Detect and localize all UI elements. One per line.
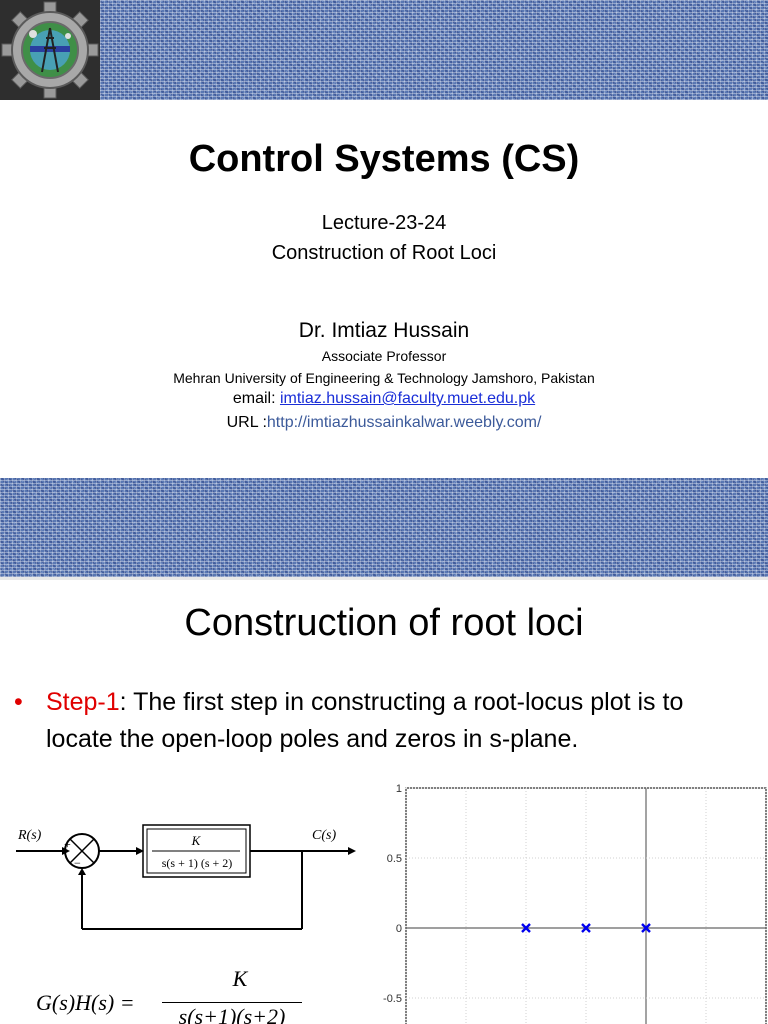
formula-denominator: s(s+1)(s+2)	[178, 1004, 286, 1024]
slide-divider	[0, 577, 768, 580]
y-tick-label: 1	[396, 783, 402, 795]
url-label: URL :	[226, 414, 267, 431]
email-link[interactable]: imtiaz.hussain@faculty.muet.edu.pk	[279, 390, 536, 407]
bullet-marker: •	[14, 688, 23, 716]
y-tick-label: 0.5	[387, 853, 402, 865]
title-slide: Control Systems (CS) Lecture-23-24 Const…	[0, 0, 768, 577]
pole-marker	[521, 923, 531, 933]
university-logo	[0, 0, 100, 100]
lecture-number: Lecture-23-24	[321, 212, 447, 234]
y-tick-label: -0.5	[383, 993, 402, 1005]
gear-logo-icon	[1, 1, 99, 99]
url-link[interactable]: http://imtiazhussainkalwar.weebly.com/	[266, 414, 542, 431]
root-locus-plot: 1 0.5 0 -0.5	[383, 783, 767, 1024]
email-line: email: imtiaz.hussain@faculty.muet.edu.p…	[0, 390, 768, 408]
pole-marker	[581, 923, 591, 933]
formula-lhs: G(s)H(s) =	[36, 990, 135, 1015]
author-name: Dr. Imtiaz Hussain	[298, 319, 470, 342]
feedback-arrowhead	[78, 868, 86, 875]
y-tick-label: 0	[396, 923, 402, 935]
plus-sign: +	[64, 837, 71, 851]
pole-marker	[641, 923, 651, 933]
pole-markers	[521, 923, 651, 933]
top-banner	[0, 0, 768, 100]
content-slide: Construction of root loci • Step-1: The …	[0, 580, 768, 1024]
minus-sign: −	[74, 856, 81, 870]
university-name: Mehran University of Engineering & Techn…	[173, 370, 595, 386]
fraction-bar	[162, 1002, 302, 1003]
step-label: Step-1	[46, 688, 120, 716]
step-bullet: • Step-1: The first step in constructing…	[14, 684, 754, 758]
lecture-subtitle: Construction of Root Loci	[271, 242, 497, 264]
input-label: R(s)	[17, 828, 42, 843]
output-label: C(s)	[312, 828, 336, 843]
block-denominator: s(s + 1) (s + 2)	[162, 856, 233, 870]
url-line: URL :http://imtiazhussainkalwar.weebly.c…	[0, 414, 768, 432]
presentation-title: Control Systems (CS)	[188, 138, 580, 180]
block-numerator: K	[191, 833, 202, 848]
input-arrowhead	[62, 847, 70, 855]
slide-title: Construction of root loci	[184, 602, 584, 644]
bottom-banner	[0, 478, 768, 577]
error-arrowhead	[136, 847, 144, 855]
email-label: email:	[232, 390, 280, 407]
block-diagram: R(s) C(s) + − K s(s + 1) (s + 2)	[16, 824, 356, 930]
y-tick-labels: 1 0.5 0 -0.5	[383, 783, 402, 1005]
output-arrowhead	[348, 847, 356, 855]
formula-numerator: K	[232, 966, 248, 991]
author-role: Associate Professor	[321, 348, 447, 364]
step-text: : The first step in constructing a root-…	[46, 688, 684, 753]
